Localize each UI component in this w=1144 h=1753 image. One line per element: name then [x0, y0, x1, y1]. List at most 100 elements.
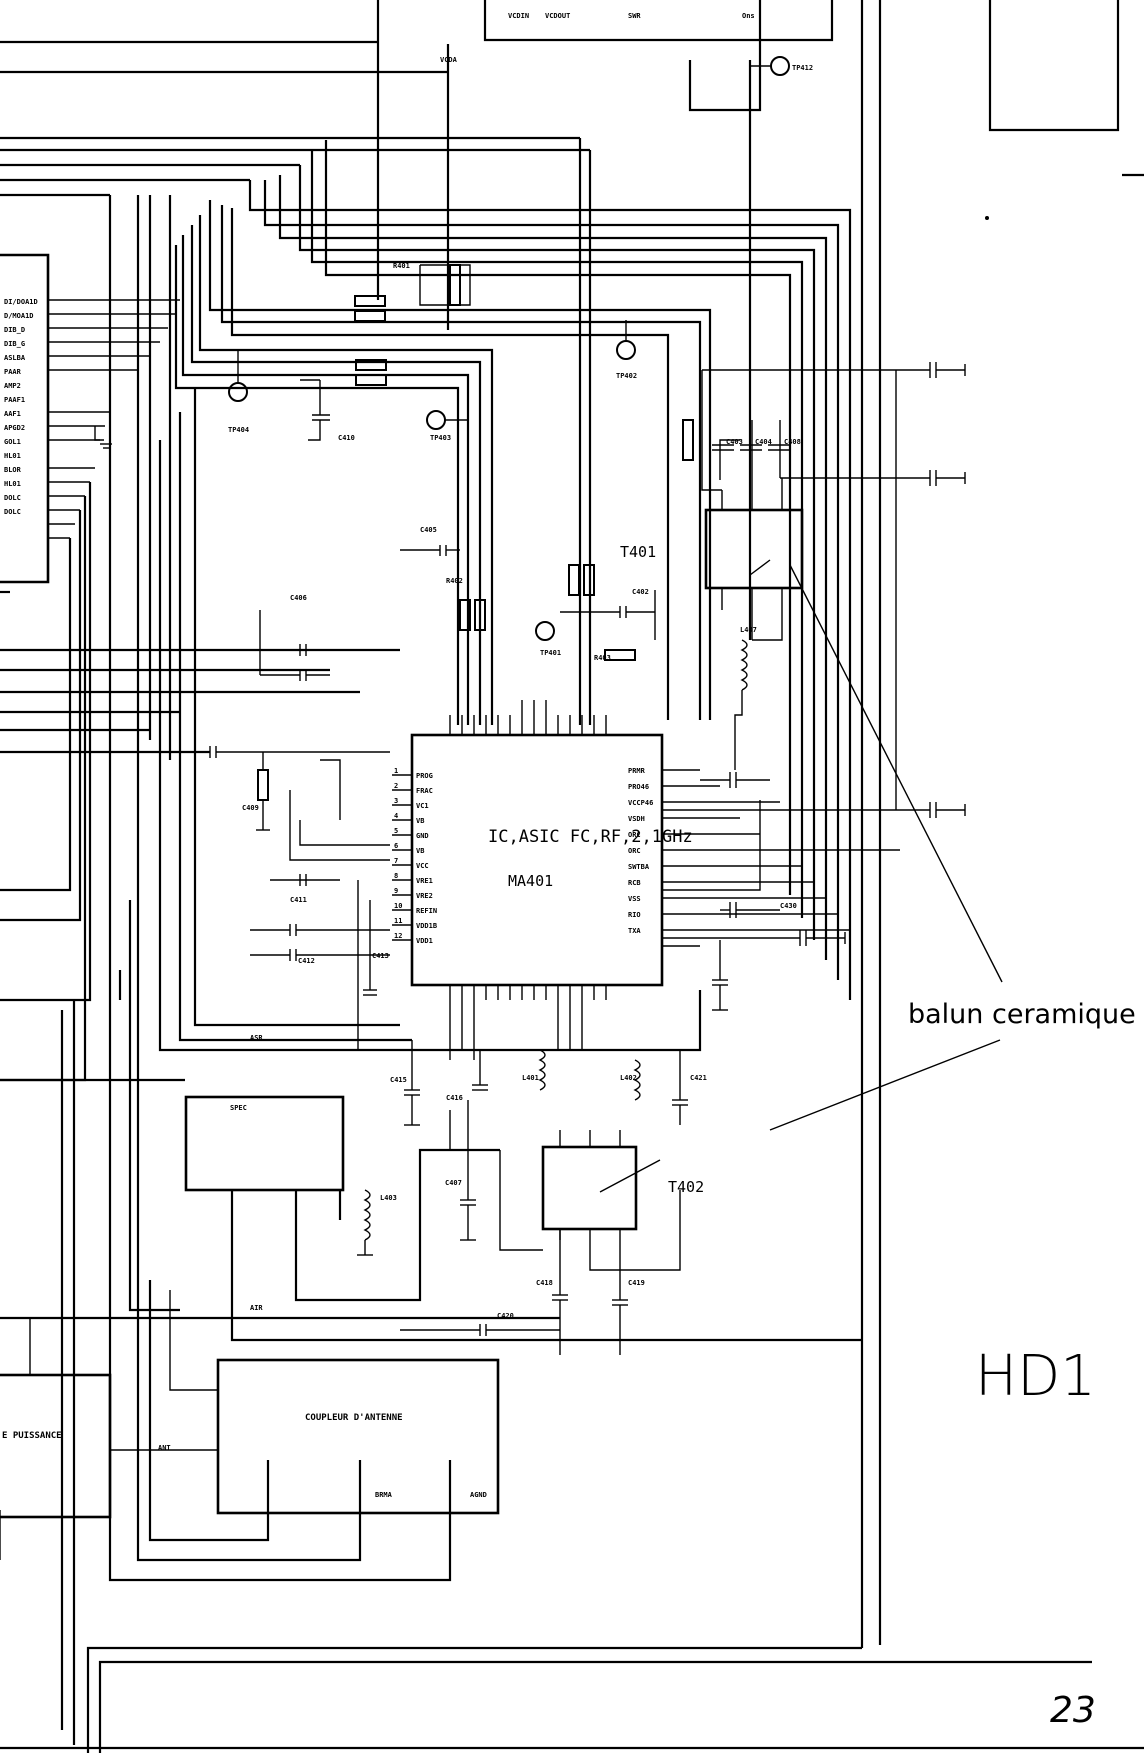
capacitor-label: C402: [632, 588, 649, 596]
ic-left-pin-label: REFIN: [416, 907, 437, 915]
capacitor-label: C406: [290, 594, 307, 602]
capacitor-label: C413: [372, 952, 389, 960]
right-side-feeds: [662, 362, 966, 1011]
net-label: ASR: [250, 1034, 263, 1042]
ic-right-pin-label: PRO46: [628, 783, 649, 791]
left-connector-pin-label: DI/DOA1D: [4, 298, 38, 306]
net-label: BRMA: [375, 1491, 393, 1499]
ic-left-pin-label: VRE1: [416, 877, 433, 885]
left-connector-pin-labels: DI/DOA1DD/MOA1DDIB_DDIB_GASLBAPAARAMP2PA…: [4, 298, 38, 516]
transformer-t402: T402: [499, 1130, 704, 1271]
test-point-label: TP412: [792, 64, 813, 72]
t402-label: T402: [668, 1178, 704, 1196]
ic-pin-number: 10: [394, 902, 402, 910]
ic-pin-number: 4: [394, 812, 398, 820]
capacitor-label: C430: [780, 902, 797, 910]
left-connector-pin-label: D/MOA1D: [4, 312, 34, 320]
ic-pin-number: 1: [394, 767, 398, 775]
test-point-label: TP401: [540, 649, 561, 657]
capacitor-label: C405: [420, 526, 437, 534]
test-point-label: TP403: [430, 434, 451, 442]
ic-left-pin-label: GND: [416, 832, 429, 840]
handwritten-annotations: balun ceramique HD1 23: [769, 216, 1136, 1731]
inductor-label: L401: [522, 1074, 539, 1082]
left-connector-pin-label: DIB_D: [4, 326, 25, 334]
net-label: Ons: [742, 12, 755, 20]
ic-description: IC,ASIC FC,RF,2,1GHz: [488, 827, 693, 847]
ic-left-pin-label: VRE2: [416, 892, 433, 900]
left-connector-pin-label: GOL1: [4, 438, 21, 446]
ic-pin-number: 2: [394, 782, 398, 790]
top-bus-wires: [0, 0, 852, 1340]
resistor-label: R403: [594, 654, 611, 662]
left-connector-pin-label: AAF1: [4, 410, 21, 418]
inductor-label: L403: [380, 1194, 397, 1202]
net-label: VCDA: [440, 56, 458, 64]
left-connector-pin-label: ASLBA: [4, 354, 26, 362]
ic-right-pin-label: RCB: [628, 879, 641, 887]
capacitor-label: C408: [784, 438, 801, 446]
ic-pin-number: 3: [394, 797, 398, 805]
ic-left-pin-label: VCC: [416, 862, 429, 870]
capacitor-label: C416: [446, 1094, 463, 1102]
passives-upper-middle: [228, 56, 790, 661]
ic-right-pin-label: VSDH: [628, 815, 645, 823]
left-connector-pin-label: PAAF1: [4, 396, 25, 404]
left-connector: [0, 253, 50, 594]
left-connector-pin-label: BLOR: [4, 466, 22, 474]
net-label: AGND: [470, 1491, 487, 1499]
left-connector-pin-label: AMP2: [4, 382, 21, 390]
ic-pin-number: 7: [394, 857, 398, 865]
ic-right-pin-label: ORC: [628, 847, 641, 855]
ic-left-pin-label: VB: [416, 847, 424, 855]
capacitor-label: C404: [755, 438, 772, 446]
net-label: SWR: [628, 12, 641, 20]
left-connector-pin-label: PAAR: [4, 368, 22, 376]
lower-bus-wires: [0, 388, 702, 1312]
capacitor-label: C407: [445, 1179, 462, 1187]
ic-right-pin-label: RIO: [628, 911, 641, 919]
capacitor-label: C420: [497, 1312, 514, 1320]
left-connector-pin-label: HL01: [4, 480, 21, 488]
ic-left-pin-label: FRAC: [416, 787, 433, 795]
ic-left-pin-labels: PROG1FRAC2VC13VB4GND5VB6VCC7VRE18VRE29RE…: [394, 767, 437, 945]
ic-refdes: MA401: [508, 872, 553, 890]
block-power-amp: E PUISSANCE: [0, 1318, 218, 1560]
page-number: 23: [1050, 1690, 1096, 1731]
inductor-label: L402: [620, 1074, 637, 1082]
inductor-label: L407: [740, 626, 757, 634]
left-connector-pin-wires: [48, 299, 180, 539]
capacitor-label: C409: [242, 804, 259, 812]
block-antenna-coupler: COUPLEUR D'ANTENNE: [169, 1290, 500, 1580]
ic-right-pin-label: SWTBA: [628, 863, 650, 871]
net-label: AIR: [250, 1304, 263, 1312]
ic-ma401: IC,ASIC FC,RF,2,1GHz MA401: [410, 733, 693, 987]
ic-left-pin-label: VC1: [416, 802, 429, 810]
test-point-label: TP402: [616, 372, 637, 380]
capacitor-label: C412: [298, 957, 315, 965]
ic-pin-number: 12: [394, 932, 402, 940]
ic-pin-number: 5: [394, 827, 398, 835]
net-label: VCDIN: [508, 12, 529, 20]
capacitor-label: C421: [690, 1074, 707, 1082]
sheet-name: HD1: [975, 1344, 1096, 1409]
ic-left-pin-label: PROG: [416, 772, 433, 780]
left-verticals: [0, 482, 452, 1745]
power-amp-label: E PUISSANCE: [2, 1431, 62, 1441]
ic-left-pin-label: VDD1B: [416, 922, 437, 930]
ic-right-pin-label: VCCP46: [628, 799, 653, 807]
ic-pin-number: 9: [394, 887, 398, 895]
left-connector-pin-label: DOLC: [4, 508, 21, 516]
balun-note: balun ceramique: [908, 999, 1136, 1030]
net-label: VCDOUT: [545, 12, 570, 20]
net-label: SPEC: [230, 1104, 247, 1112]
capacitor-label: C419: [628, 1279, 645, 1287]
ic-right-pin-labels: PRMRPRO46VCCP46VSDHORCORCSWTBARCBVSSRIOT…: [628, 767, 653, 935]
left-connector-pin-label: DOLC: [4, 494, 21, 502]
ic-pin-number: 6: [394, 842, 398, 850]
